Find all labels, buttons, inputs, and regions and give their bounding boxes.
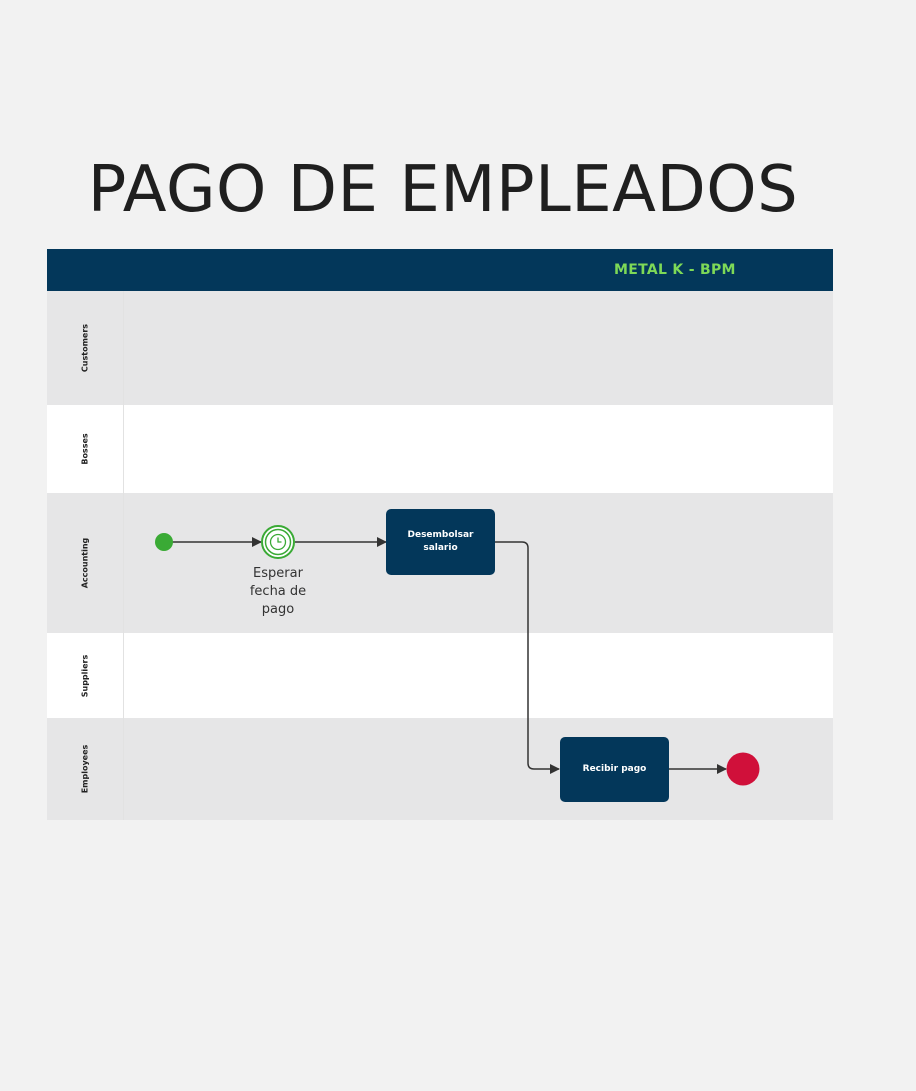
lane-customers: Customers xyxy=(47,291,833,405)
lane-suppliers: Suppliers xyxy=(47,633,833,718)
pool-title: METAL K - BPM xyxy=(614,262,736,278)
task-recibir-pago[interactable]: Recibir pago xyxy=(560,737,669,802)
swimlane-pool: METAL K - BPM Customers Bosses Accountin… xyxy=(47,249,833,820)
task-recibir-label: Recibir pago xyxy=(582,764,647,774)
start-event[interactable] xyxy=(155,533,173,551)
lane-bosses: Bosses xyxy=(47,405,833,493)
timer-event-label: Esperar fecha de pago xyxy=(249,566,307,617)
timer-event[interactable] xyxy=(261,525,295,559)
pool-header: METAL K - BPM xyxy=(47,249,833,291)
task-desembolsar-salario[interactable]: Desembolsar salario xyxy=(386,509,495,575)
task-desembolsar-label: Desembolsar salario xyxy=(407,530,474,553)
page-title: PAGO DE EMPLEADOS xyxy=(87,153,799,227)
flow-desembolsar-to-recibir[interactable] xyxy=(495,541,560,774)
clock-icon xyxy=(269,533,287,551)
end-event[interactable] xyxy=(726,752,760,786)
